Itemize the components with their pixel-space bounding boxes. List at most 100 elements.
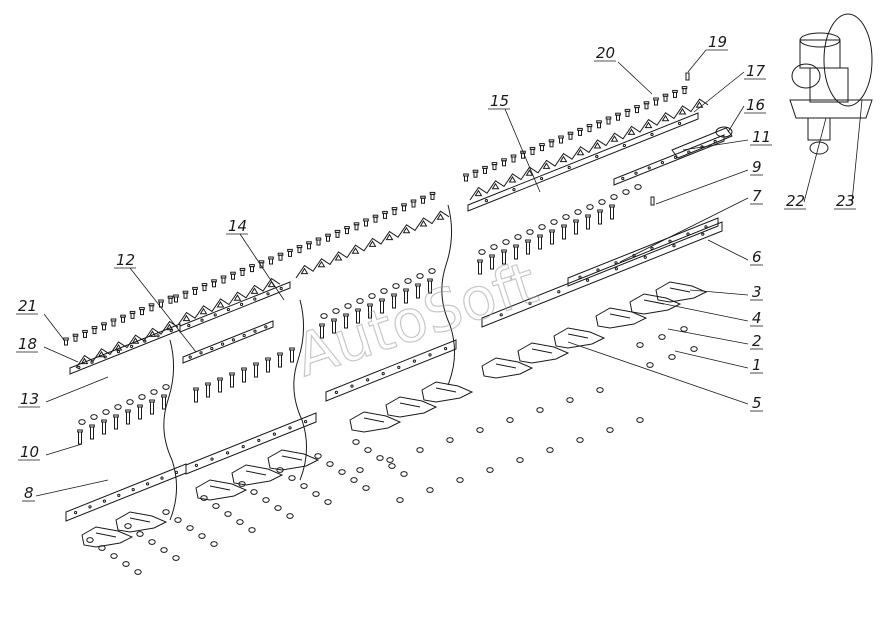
bolt-row-mid-c: [586, 216, 590, 230]
bolt-row-mid-a: [278, 354, 282, 368]
knife-back-strip-1-hole: [130, 344, 134, 348]
bolt-row-10-head: [113, 414, 119, 418]
bolt-row-21-head: [139, 307, 145, 311]
bolt-row-top-b-head: [615, 112, 621, 116]
bolt-row-10-head: [101, 419, 107, 423]
bolt-row-top-b: [616, 114, 620, 121]
finger-bar-7-hole: [596, 268, 600, 272]
nut-row-c: [622, 189, 630, 195]
guard-finger: [195, 479, 248, 501]
knife-section-row-18-tooth: [80, 357, 89, 365]
bolt-row-top-a-head: [334, 229, 341, 233]
nut-row-d: [446, 437, 454, 443]
nut-row-2: [636, 342, 644, 348]
bolt-row-21-head: [120, 314, 126, 318]
bolt-row-21: [102, 324, 106, 331]
finger-bar-3-hole: [366, 378, 370, 382]
nut-row-b: [404, 278, 412, 284]
finger-bar-4-hole: [557, 290, 561, 294]
bolt-row-top-a-head: [429, 191, 436, 195]
bolt-row-top-a: [183, 292, 188, 299]
bolt-row-top-a: [221, 277, 226, 284]
knife-section-row-18: [75, 320, 179, 369]
finger-bar-2-hole: [272, 432, 276, 436]
bolt-row-top-b: [559, 137, 563, 144]
nut-row-c: [514, 234, 522, 240]
callout-label-21: 21: [18, 297, 37, 315]
knife-section-row-14-tooth: [216, 301, 225, 308]
callout-label-15: 15: [490, 92, 509, 110]
lower-nut-grid: [314, 453, 322, 459]
bolt-row-top-a-head: [372, 214, 379, 218]
knife-section-row-15-tooth: [661, 114, 670, 122]
nut-row-e: [426, 487, 434, 493]
bolt-row-top-a: [250, 266, 254, 273]
nut-row-d: [566, 397, 574, 403]
knife-section-row-18-tooth: [165, 323, 174, 331]
bolt-row-top-b: [473, 171, 478, 178]
bolt-row-mid-a: [254, 364, 258, 378]
guard-finger-slot: [399, 402, 421, 408]
lower-nut-grid: [262, 497, 270, 503]
bolt-row-top-a: [335, 231, 340, 238]
bolt-row-mid-b-head: [331, 318, 337, 322]
bolt-row-top-b-head: [653, 97, 659, 101]
guard-finger-slot: [531, 348, 553, 354]
bolt-row-top-b: [673, 91, 677, 98]
finger-bar-1-hole: [117, 493, 121, 497]
bolt-row-21-head: [129, 310, 136, 314]
callout-label-7: 7: [752, 187, 762, 205]
leader-line-15: [504, 108, 541, 193]
bolt-row-top-a: [307, 243, 311, 250]
knife-section-row-15-tooth: [593, 142, 602, 149]
lower-nut-grid: [338, 469, 346, 475]
bolt-row-top-b: [644, 103, 649, 110]
bolt-row-top-b-head: [539, 143, 545, 147]
bolt-row-mid-a: [242, 369, 246, 383]
knife-strip-12-hole: [221, 342, 225, 346]
bolt-row-21: [73, 335, 78, 342]
knife-strip-11-hole: [647, 166, 651, 170]
nut-row-a: [114, 404, 122, 410]
knife-back-strip-3-hole: [484, 199, 488, 203]
bolt-row-top-b-head: [491, 162, 498, 166]
finger-bar-2-hole: [288, 426, 292, 430]
bolt-row-top-a: [297, 247, 302, 254]
leader-line-7: [619, 197, 749, 263]
bolt-row-21: [83, 331, 87, 338]
lower-nut-grid: [352, 439, 360, 445]
bolt-9: [650, 196, 655, 206]
finger-bar-7-hole: [650, 246, 654, 250]
knife-back-strip-3-hole: [595, 154, 599, 159]
bolt-row-top-a: [373, 216, 378, 223]
bolt-row-mid-a-head: [217, 377, 223, 381]
bolt-row-top-a-head: [306, 241, 312, 245]
callout-label-20: 20: [596, 44, 615, 62]
bolt-row-21: [140, 309, 144, 316]
bolt-row-mid-c: [562, 226, 566, 240]
knife-section-row-15-tooth: [678, 108, 687, 115]
bolt-row-top-a-head: [258, 260, 265, 264]
nut-row-d: [476, 427, 484, 433]
knife-head-rod-16: [671, 127, 733, 159]
knife-section-row-mid-tooth: [368, 240, 377, 247]
leader-line-17: [693, 71, 745, 113]
callout-label-10: 10: [20, 443, 39, 461]
guard-finger: [655, 281, 708, 303]
knife-section-row-15-tooth: [576, 148, 585, 156]
knife-back-strip-3-hole: [678, 121, 682, 125]
bolt-row-top-a-head: [220, 275, 227, 279]
bolt-row-21-head: [91, 326, 98, 330]
leader-lines: [16, 49, 863, 502]
bolt-row-top-b-head: [548, 139, 555, 143]
parts-layer: [63, 13, 873, 575]
bolt-row-21-head: [82, 329, 88, 333]
finger-bar-1-hole: [88, 505, 92, 509]
bolt-row-top-a-head: [420, 195, 426, 199]
guard-finger-slot: [281, 455, 303, 461]
guard-finger: [81, 526, 134, 548]
bolt-row-mid-a-head: [241, 367, 247, 371]
guard-finger-slot: [363, 417, 385, 423]
nut-row-c: [586, 204, 594, 210]
nut-row-a: [78, 419, 86, 425]
